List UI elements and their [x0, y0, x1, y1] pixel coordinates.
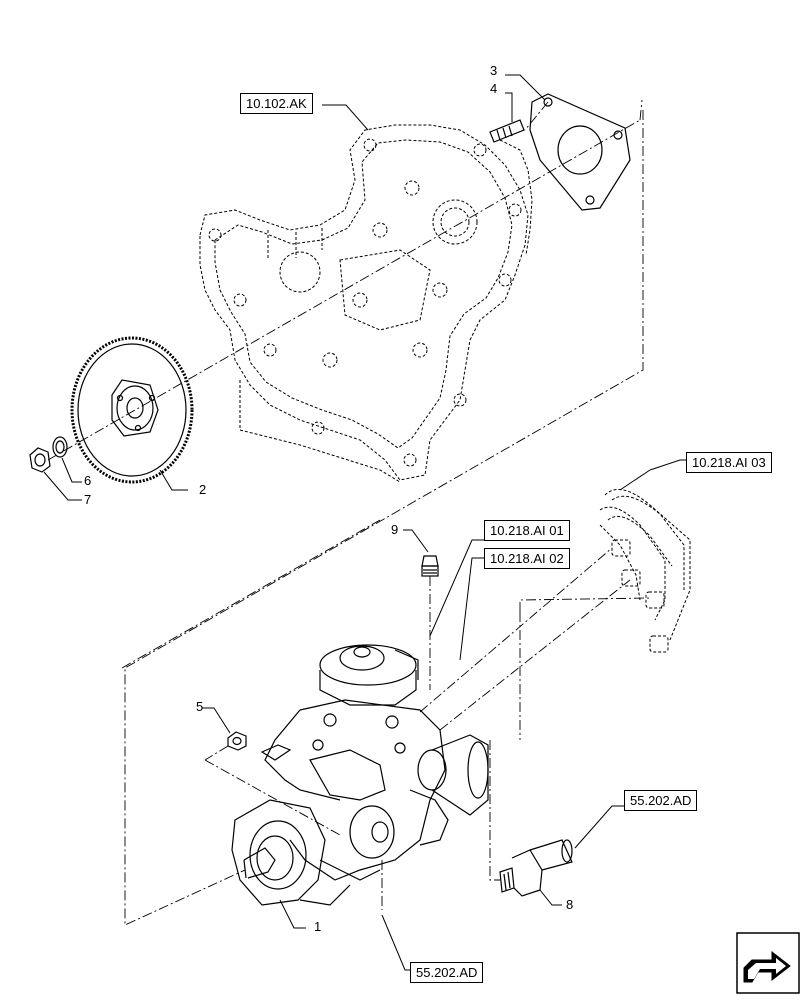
timing-cover — [199, 124, 533, 483]
callout-1: 1 — [314, 919, 322, 934]
ref-timing-cover[interactable]: 10.102.AK — [240, 93, 313, 114]
ref-line-02[interactable]: 10.218.AI 02 — [484, 548, 570, 569]
ref-injection-lines[interactable]: 10.218.AI 03 — [686, 452, 772, 473]
callout-8: 8 — [566, 897, 574, 912]
callout-5: 5 — [196, 699, 204, 714]
nut — [29, 447, 51, 473]
ref-line-01[interactable]: 10.218.AI 01 — [484, 520, 570, 541]
gear — [70, 336, 194, 484]
stud — [489, 119, 525, 143]
callout-2: 2 — [199, 482, 207, 497]
callout-4: 4 — [490, 81, 498, 96]
callout-6: 6 — [84, 473, 92, 488]
ref-sensor-bottom[interactable]: 55.202.AD — [410, 962, 484, 983]
ref-sensor-right[interactable]: 55.202.AD — [624, 790, 698, 811]
injection-pump — [231, 644, 489, 906]
injection-lines — [599, 488, 691, 653]
pump-nut — [227, 731, 247, 751]
callout-9: 9 — [391, 522, 399, 537]
sensor — [499, 839, 573, 897]
fitting — [421, 555, 439, 577]
gasket — [529, 93, 631, 211]
washer — [52, 436, 68, 458]
callout-7: 7 — [84, 492, 92, 507]
assembly-lines — [47, 99, 651, 926]
next-page-arrow-icon[interactable] — [736, 932, 800, 994]
leader-lines — [43, 74, 688, 971]
callout-3: 3 — [490, 63, 498, 78]
